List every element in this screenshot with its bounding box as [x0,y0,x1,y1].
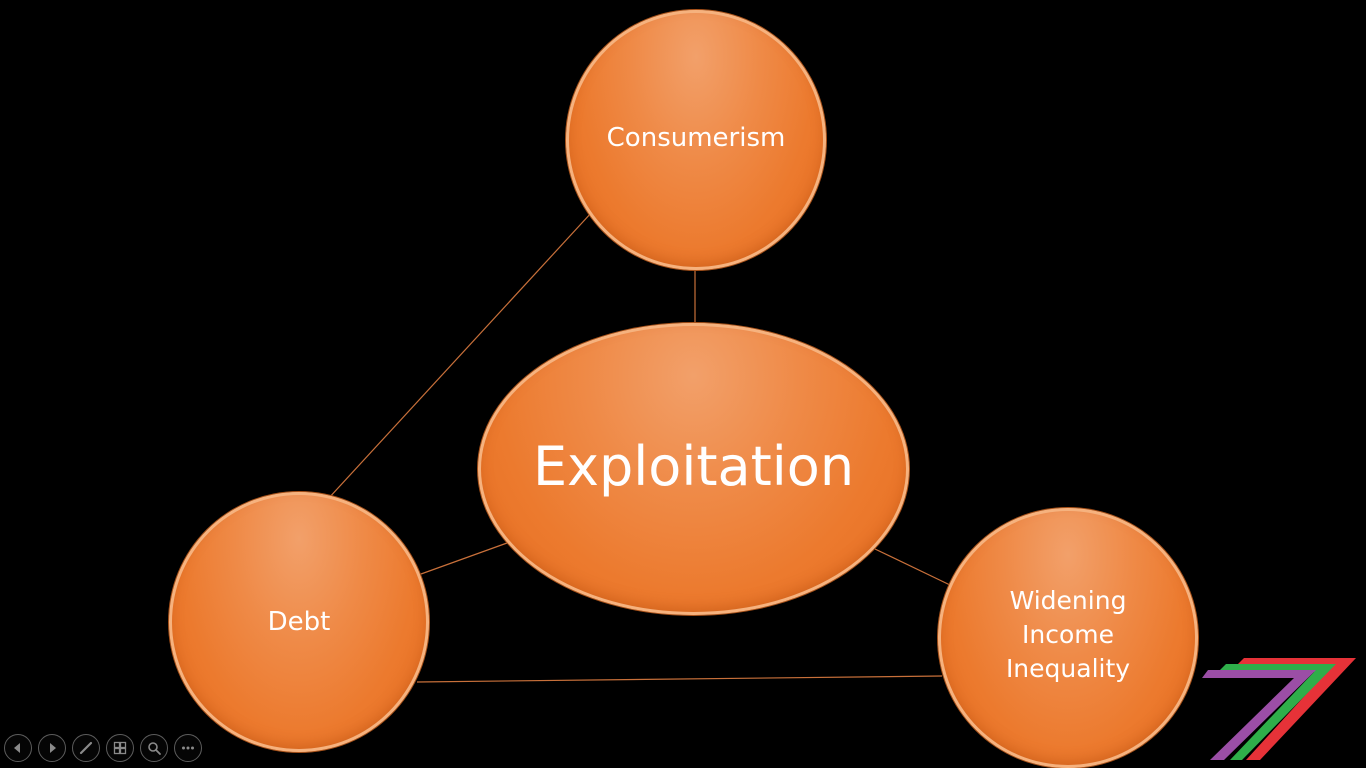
node-consumerism-label: Consumerism [606,122,786,153]
node-exploitation-label: Exploitation [532,435,855,499]
connector-center-inequality [874,548,951,586]
see-all-slides-button[interactable] [106,734,134,762]
next-slide-button[interactable] [38,734,66,762]
brand-logo [1202,658,1356,760]
logo-green-stripe [1218,664,1336,760]
chevron-left-icon [14,743,20,753]
more-options-button[interactable] [174,734,202,762]
connector-debt-inequality [416,675,943,683]
zoom-button[interactable] [140,734,168,762]
chevron-right-icon [50,743,56,753]
grid-icon [113,741,127,755]
node-widening-income-inequality: Widening Income Inequality [938,508,1198,768]
connector-consumerism-debt [315,211,593,513]
magnifier-icon [148,742,161,755]
more-icon [182,746,194,750]
node-exploitation: Exploitation [478,323,909,615]
logo-red-stripe [1236,658,1356,760]
previous-slide-button[interactable] [4,734,32,762]
slideshow-controls [4,734,202,764]
node-consumerism: Consumerism [566,10,826,270]
node-widening-income-inequality-label: Widening Income Inequality [1005,586,1131,683]
pen-icon [79,741,93,755]
node-debt: Debt [169,492,429,752]
pen-tool-button[interactable] [72,734,100,762]
node-debt-label: Debt [267,606,331,637]
connector-center-debt [420,542,508,575]
logo-purple-stripe [1202,670,1316,760]
